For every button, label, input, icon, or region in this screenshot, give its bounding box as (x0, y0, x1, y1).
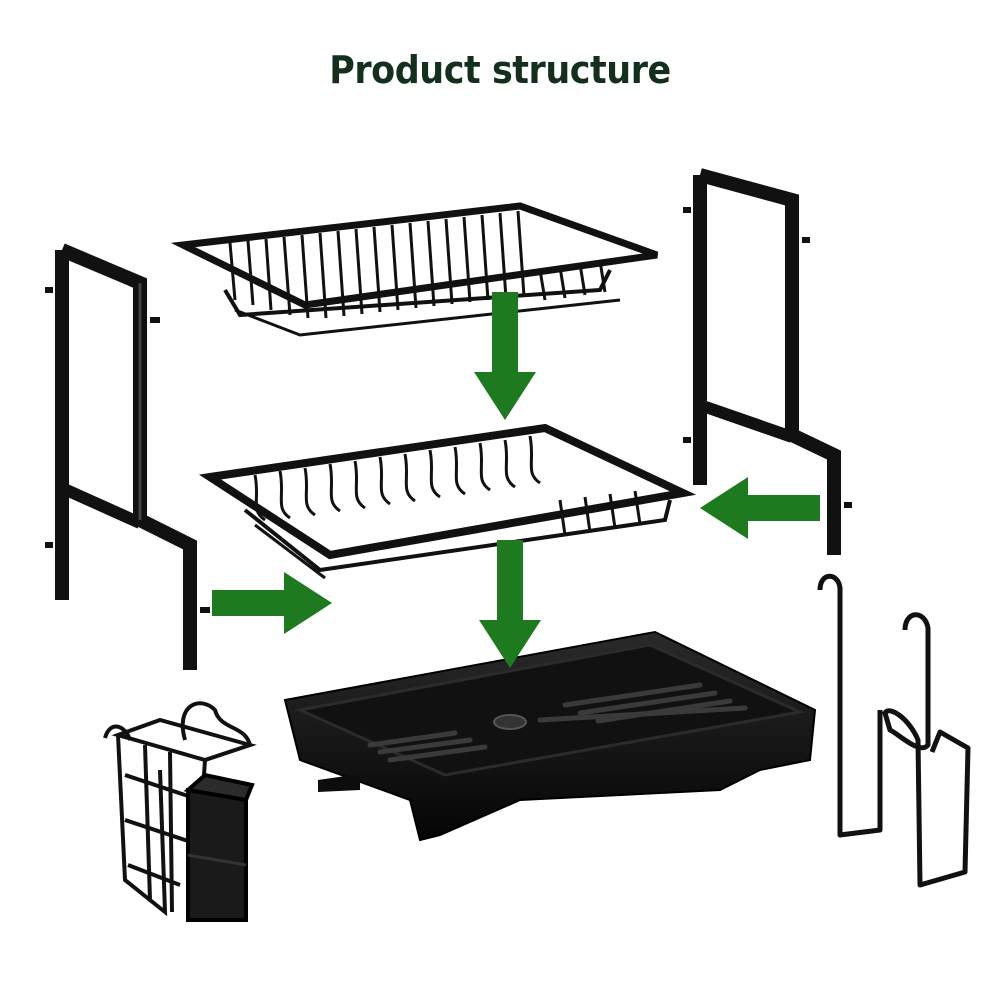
upper-dish-basket-icon (170, 202, 659, 337)
cup-hook-icon (817, 573, 883, 838)
arrows-layer (212, 292, 820, 668)
page-title: Product structure (329, 48, 671, 92)
drip-tray-icon (283, 630, 817, 842)
arrow-down-icon (479, 540, 541, 668)
arrow-down-icon (474, 292, 536, 420)
right-side-frame-icon (683, 168, 852, 555)
arrow-left-icon (700, 477, 820, 539)
cup-hook-icon (882, 612, 971, 888)
arrow-right-icon (212, 572, 332, 634)
left-side-frame-icon (45, 243, 210, 670)
utensil-holder-icon (103, 701, 257, 922)
lower-dish-basket-icon (198, 423, 697, 580)
